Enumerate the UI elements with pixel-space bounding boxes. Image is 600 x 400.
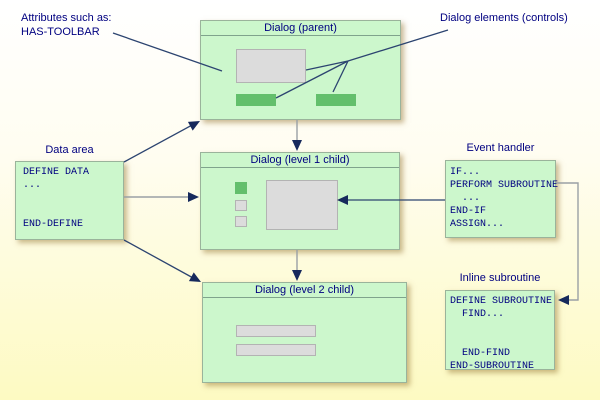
inline-subroutine-box: DEFINE SUBROUTINE FIND... END-FIND END-S… bbox=[445, 290, 555, 372]
dialog-parent-title: Dialog (parent) bbox=[201, 21, 400, 36]
arrowhead-data-to-child1-icon bbox=[188, 192, 199, 202]
dialog-child1-box: Dialog (level 1 child) bbox=[200, 152, 400, 250]
inline-subroutine-code: DEFINE SUBROUTINE FIND... END-FIND END-S… bbox=[450, 296, 553, 372]
dialog-child2-title: Dialog (level 2 child) bbox=[203, 283, 406, 298]
dialog-parent-box: Dialog (parent) bbox=[200, 20, 401, 120]
data-area-label: Data area bbox=[45, 144, 94, 156]
child1-control-square-2 bbox=[235, 216, 247, 227]
child1-control-rect bbox=[266, 180, 338, 230]
parent-control-button-1 bbox=[236, 94, 276, 106]
parent-control-rect bbox=[236, 49, 306, 83]
event-handler-box: IF... PERFORM SUBROUTINE ... END-IF ASSI… bbox=[445, 160, 559, 238]
arrowhead-parent-to-child1-icon bbox=[292, 140, 302, 151]
child1-control-square-1 bbox=[235, 200, 247, 211]
connector-data-to-child2 bbox=[123, 239, 196, 280]
data-area-box: DEFINE DATA ... END-DEFINE bbox=[15, 161, 124, 240]
child2-control-field-1 bbox=[236, 325, 316, 337]
controls-annotation: Dialog elements (controls) bbox=[440, 12, 568, 24]
attributes-annotation: Attributes such as: HAS-TOOLBAR bbox=[21, 11, 112, 39]
child1-control-square-green bbox=[235, 182, 247, 194]
parent-control-button-2 bbox=[316, 94, 356, 106]
inline-subroutine-label: Inline subroutine bbox=[459, 272, 541, 284]
data-area-code: DEFINE DATA ... END-DEFINE bbox=[23, 167, 90, 230]
dialog-child2-box: Dialog (level 2 child) bbox=[202, 282, 407, 383]
event-handler-code: IF... PERFORM SUBROUTINE ... END-IF ASSI… bbox=[450, 167, 559, 230]
event-handler-label: Event handler bbox=[466, 142, 535, 154]
dialog-child1-title: Dialog (level 1 child) bbox=[201, 153, 399, 168]
arrowhead-child1-to-child2-icon bbox=[292, 270, 302, 281]
attributes-annotation-line2: HAS-TOOLBAR bbox=[21, 26, 100, 38]
connector-event-to-subroutine bbox=[556, 182, 579, 301]
child2-control-field-2 bbox=[236, 344, 316, 356]
arrowhead-event-to-subroutine-icon bbox=[558, 295, 569, 305]
attributes-annotation-line1: Attributes such as: bbox=[21, 12, 112, 24]
connector-data-to-parent bbox=[123, 123, 195, 163]
